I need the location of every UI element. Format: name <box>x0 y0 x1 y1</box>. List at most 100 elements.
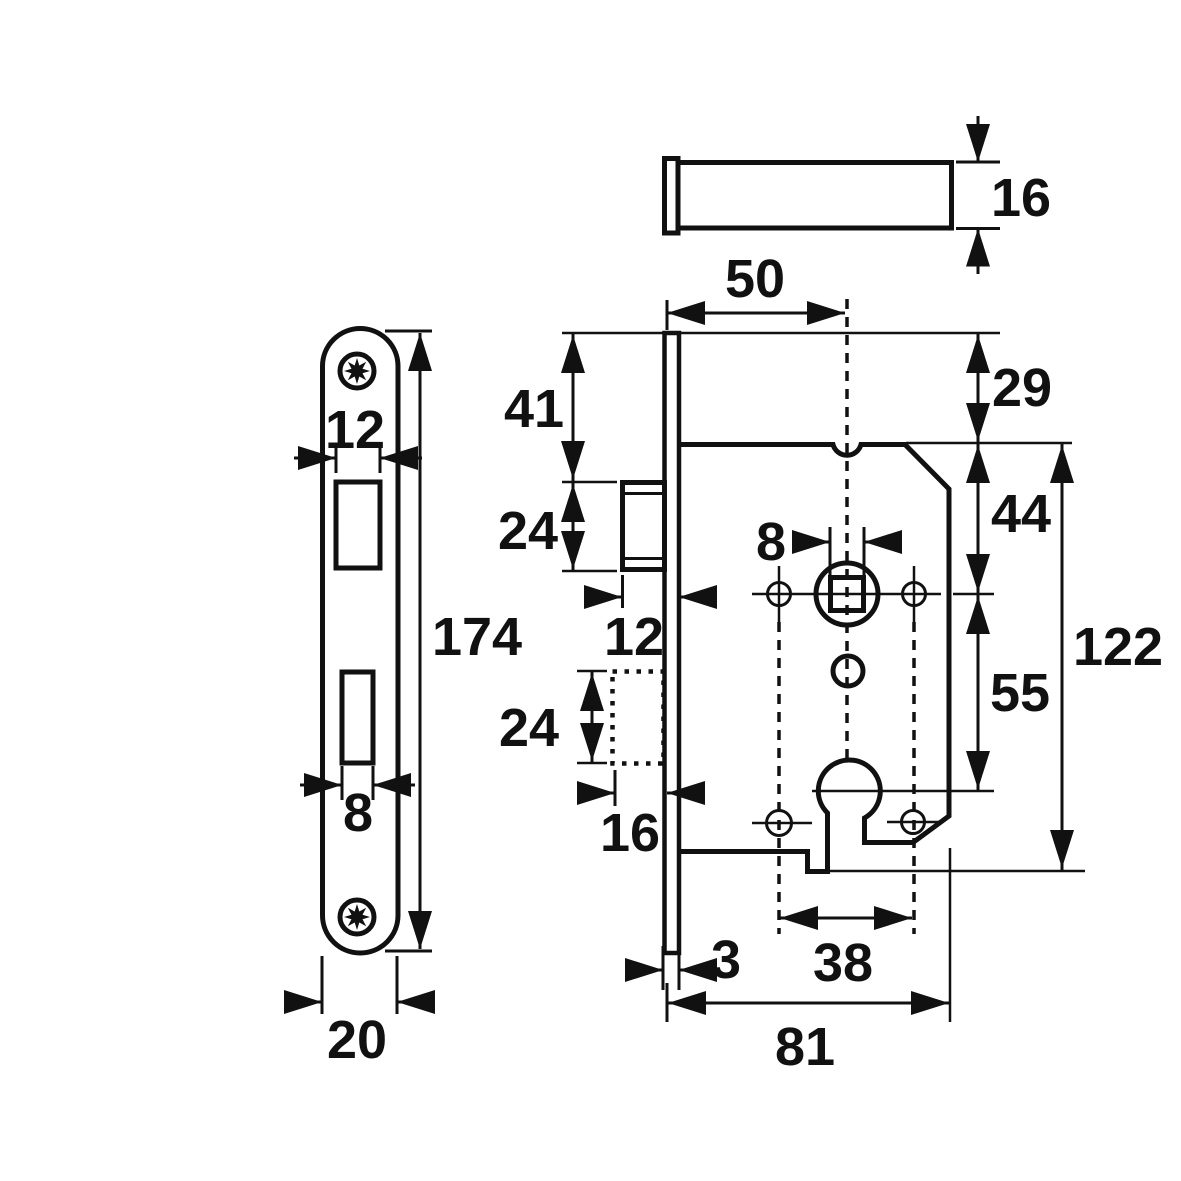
dim-label-plate-top-to-latch: 41 <box>504 379 564 439</box>
view-top: 16 <box>662 116 1051 274</box>
arrowhead <box>966 554 990 592</box>
dim-latch-protrusion: 12 <box>584 575 717 667</box>
dim-case-height: 122 <box>1050 443 1163 870</box>
faceplate-outline <box>320 326 401 956</box>
arrowhead <box>864 530 902 554</box>
arrowhead <box>304 773 342 797</box>
arrowhead <box>561 484 585 522</box>
dim-label-plate-top-to-case-top: 29 <box>992 358 1052 418</box>
dim-label-hole-spacing: 38 <box>813 933 873 993</box>
arrowhead <box>580 673 604 711</box>
arrowhead <box>668 991 706 1015</box>
arrowhead <box>298 446 336 470</box>
dim-backset: 50 <box>665 249 845 330</box>
arrowhead <box>911 991 949 1015</box>
arrowhead <box>397 990 435 1014</box>
arrowhead <box>561 441 585 479</box>
torx-screw-bottom-icon <box>337 897 377 937</box>
arrowhead <box>780 906 818 930</box>
dim-label-spindle-square: 8 <box>756 512 786 572</box>
dim-label-faceplate-width: 20 <box>327 1010 387 1070</box>
arrowhead <box>679 958 717 982</box>
arrowhead <box>284 990 322 1014</box>
faceplate-side-section <box>662 330 682 956</box>
arrowhead <box>679 585 717 609</box>
spindle-square-hole <box>828 575 866 613</box>
dim-faceplate-latch-width: 12 <box>294 400 422 473</box>
bolt-cutout <box>339 669 376 766</box>
arrowhead <box>807 301 845 325</box>
arrowhead <box>373 773 411 797</box>
dim-label-latch-height: 24 <box>498 501 558 561</box>
arrowhead <box>625 958 663 982</box>
dim-label-case-depth: 81 <box>775 1017 835 1077</box>
dim-bolt-throw: 16 <box>577 770 705 863</box>
arrowhead <box>874 906 912 930</box>
dim-label-faceplate-length: 174 <box>432 607 522 667</box>
dim-case-top-to-spindle: 44 <box>966 443 1051 594</box>
arrowhead <box>561 531 585 569</box>
dim-label-bolt-throw: 16 <box>600 803 660 863</box>
arrowhead <box>584 585 622 609</box>
dim-label-case-height: 122 <box>1073 617 1163 677</box>
fixing-hole-bottom-right <box>900 809 926 835</box>
dim-label-case-top-to-spindle: 44 <box>991 484 1051 544</box>
torx-screw-top-icon <box>337 351 377 391</box>
arrowhead <box>966 596 990 634</box>
arrowhead <box>408 333 432 371</box>
view-faceplate-front: 12 174 8 20 <box>284 326 522 1070</box>
arrowhead <box>580 723 604 761</box>
stop-pin-hole <box>830 653 866 689</box>
dim-case-depth: 81 <box>665 983 949 1077</box>
case-outline <box>679 442 952 874</box>
dim-bolt-height: 24 <box>499 671 604 763</box>
fixing-hole-right <box>901 581 927 607</box>
arrowhead <box>1050 830 1074 868</box>
dim-plate-top-to-case-top: 29 <box>966 333 1052 443</box>
screw-hole-top <box>337 351 377 391</box>
view-lock-case-side: 50 41 24 12 24 <box>498 249 1163 1077</box>
latch-bolt <box>620 480 667 572</box>
dim-label-faceplate-bolt-width: 8 <box>343 783 373 843</box>
dim-faceplate-width: 20 <box>284 956 435 1070</box>
arrowhead <box>966 403 990 441</box>
dim-label-faceplate-thickness: 3 <box>711 930 741 990</box>
latch-bolt-body <box>620 480 667 572</box>
arrowhead <box>1050 445 1074 483</box>
dim-label-backset: 50 <box>725 249 785 309</box>
dim-case-thickness: 16 <box>956 116 1051 274</box>
fixing-hole-bottom-left <box>765 809 793 837</box>
dim-latch-height: 24 <box>498 482 585 571</box>
dim-label-spindle-to-cylinder: 55 <box>990 663 1050 723</box>
dim-faceplate-thickness: 3 <box>625 930 741 990</box>
dim-label-case-thickness: 16 <box>991 168 1051 228</box>
dim-spindle-to-cylinder: 55 <box>966 594 1050 791</box>
dim-label-faceplate-latch-width: 12 <box>325 400 385 460</box>
case-top-section <box>675 160 954 231</box>
arrowhead <box>561 335 585 373</box>
arrowhead <box>966 751 990 789</box>
torx-star-icon <box>344 358 370 384</box>
arrowhead <box>792 530 830 554</box>
arrowhead <box>667 301 705 325</box>
arrowhead <box>577 781 615 805</box>
dim-faceplate-bolt-width: 8 <box>300 766 415 843</box>
arrowhead <box>966 124 990 162</box>
dim-faceplate-length: 174 <box>385 329 522 953</box>
arrowhead <box>380 446 418 470</box>
arrowhead <box>966 228 990 267</box>
dim-hole-spacing: 38 <box>780 906 912 993</box>
fixing-hole-left <box>766 581 792 607</box>
deadbolt-dotted-outline <box>610 669 666 766</box>
dim-label-latch-protrusion: 12 <box>604 607 664 667</box>
screw-hole-bottom <box>337 897 377 937</box>
arrowhead <box>667 781 705 805</box>
latch-cutout <box>333 479 383 571</box>
arrowhead <box>966 445 990 483</box>
dim-label-bolt-height: 24 <box>499 698 559 758</box>
torx-star-icon <box>344 904 370 930</box>
arrowhead <box>966 335 990 373</box>
dim-plate-top-to-latch: 41 <box>504 333 585 481</box>
